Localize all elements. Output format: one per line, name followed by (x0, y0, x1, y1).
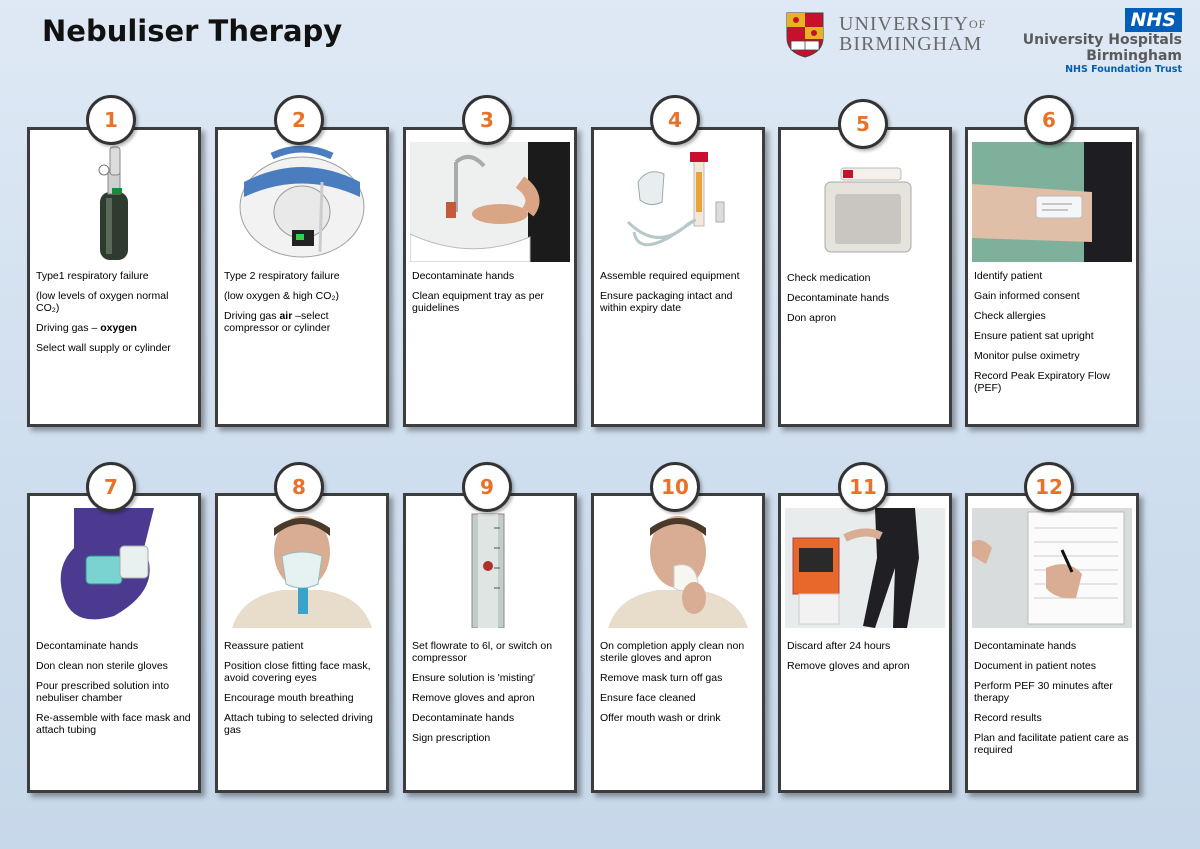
step-12-item-3: Perform PEF 30 minutes after therapy (974, 680, 1113, 704)
step-number-2: 2 (274, 95, 324, 145)
step-6-item-3: Check allergies (974, 310, 1046, 322)
step-card-2: Type 2 respiratory failure (low oxygen &… (215, 127, 389, 427)
step-card-6: Identify patient Gain informed consent C… (965, 127, 1139, 427)
step-2-item-3: Driving gas air –select compressor or cy… (224, 310, 331, 334)
step-number-8: 8 (274, 462, 324, 512)
page-title: Nebuliser Therapy (42, 14, 343, 48)
step-11-item-2: Remove gloves and apron (787, 660, 910, 672)
nebuliser-equipment-icon (598, 142, 758, 262)
step-number-5: 5 (838, 99, 888, 149)
patient-wristband-icon (972, 142, 1132, 262)
step-card-3: Decontaminate hands Clean equipment tray… (403, 127, 577, 427)
step-1-item-3: Driving gas – oxygen (36, 322, 137, 334)
step-3-item-1: Decontaminate hands (412, 270, 515, 282)
uob-name-line1: UNIVERSITY (839, 13, 969, 35)
step-card-1: Type1 respiratory failure (low levels of… (27, 127, 201, 427)
step-12-item-5: Plan and facilitate patient care as requ… (974, 732, 1129, 756)
step-2-item-2: (low oxygen & high CO₂) (224, 290, 339, 302)
step-card-5: Check medication Decontaminate hands Don… (778, 127, 952, 427)
step-card-12: Decontaminate hands Document in patient … (965, 493, 1139, 793)
step-9-item-4: Decontaminate hands (412, 712, 515, 724)
step-12-item-1: Decontaminate hands (974, 640, 1077, 652)
nhs-trust: NHS Foundation Trust (1065, 64, 1182, 75)
uob-crest-icon (786, 12, 824, 58)
nhs-line1: University Hospitals (1022, 32, 1182, 48)
step-number-1: 1 (86, 95, 136, 145)
step-5-item-1: Check medication (787, 272, 871, 284)
step-4-item-2: Ensure packaging intact and within expir… (600, 290, 733, 314)
step-1-item-1: Type1 respiratory failure (36, 270, 149, 282)
step-card-8: Reassure patient Position close fitting … (215, 493, 389, 793)
step-7-item-4: Re-assemble with face mask and attach tu… (36, 712, 191, 736)
step-10-item-1: On completion apply clean non sterile gl… (600, 640, 745, 664)
step-10-item-4: Offer mouth wash or drink (600, 712, 721, 724)
step-card-11: Discard after 24 hours Remove gloves and… (778, 493, 952, 793)
step-number-7: 7 (86, 462, 136, 512)
step-7-item-1: Decontaminate hands (36, 640, 139, 652)
step-10-item-2: Remove mask turn off gas (600, 672, 723, 684)
nhs-line2: Birmingham (1086, 48, 1182, 64)
step-number-4: 4 (650, 95, 700, 145)
uob-name-line2: BIRMINGHAM (839, 33, 983, 55)
oxygen-cylinder-icon (34, 142, 194, 262)
step-3-item-2: Clean equipment tray as per guidelines (412, 290, 544, 314)
step-6-item-4: Ensure patient sat upright (974, 330, 1094, 342)
step-12-item-2: Document in patient notes (974, 660, 1096, 672)
step-6-item-5: Monitor pulse oximetry (974, 350, 1080, 362)
nhs-logo: NHS University Hospitals Birmingham NHS … (1023, 8, 1182, 76)
clinical-waste-bin-icon (785, 508, 945, 628)
step-card-7: Decontaminate hands Don clean non steril… (27, 493, 201, 793)
step-4-item-1: Assemble required equipment (600, 270, 740, 282)
step-7-item-3: Pour prescribed solution into nebuliser … (36, 680, 170, 704)
step-8-item-1: Reassure patient (224, 640, 304, 652)
step-number-10: 10 (650, 462, 700, 512)
patient-face-mask-icon (222, 508, 382, 628)
step-card-4: Assemble required equipment Ensure packa… (591, 127, 765, 427)
step-number-3: 3 (462, 95, 512, 145)
step-number-6: 6 (1024, 95, 1074, 145)
step-7-item-2: Don clean non sterile gloves (36, 660, 168, 672)
step-2-item-1: Type 2 respiratory failure (224, 270, 340, 282)
uob-of: OF (969, 17, 987, 31)
step-1-item-4: Select wall supply or cylinder (36, 342, 171, 354)
step-8-item-2: Position close fitting face mask, avoid … (224, 660, 371, 684)
step-5-item-3: Don apron (787, 312, 837, 324)
step-number-9: 9 (462, 462, 512, 512)
step-9-item-3: Remove gloves and apron (412, 692, 535, 704)
step-10-item-3: Ensure face cleaned (600, 692, 696, 704)
flowmeter-icon (410, 508, 570, 629)
medication-tray-icon (785, 142, 945, 262)
step-number-11: 11 (838, 462, 888, 512)
step-5-item-2: Decontaminate hands (787, 292, 890, 304)
step-1-item-2: (low levels of oxygen normal CO₂) (36, 290, 169, 314)
step-6-item-1: Identify patient (974, 270, 1043, 282)
step-card-10: On completion apply clean non sterile gl… (591, 493, 765, 793)
step-6-item-6: Record Peak Expiratory Flow (PEF) (974, 370, 1110, 394)
step-card-9: Set flowrate to 6l, or switch on compres… (403, 493, 577, 793)
step-9-item-1: Set flowrate to 6l, or switch on compres… (412, 640, 553, 664)
step-11-item-1: Discard after 24 hours (787, 640, 891, 652)
air-compressor-icon (222, 142, 382, 262)
step-9-item-2: Ensure solution is 'misting' (412, 672, 536, 684)
step-8-item-4: Attach tubing to selected driving gas (224, 712, 373, 736)
nhs-badge: NHS (1124, 8, 1182, 32)
documenting-notes-icon (972, 508, 1132, 628)
gloved-hand-chamber-icon (34, 508, 194, 628)
hand-washing-icon (409, 142, 570, 263)
patient-wiping-face-icon (598, 508, 758, 628)
step-number-12: 12 (1024, 462, 1074, 512)
step-12-item-4: Record results (974, 712, 1042, 724)
step-8-item-3: Encourage mouth breathing (224, 692, 354, 704)
step-6-item-2: Gain informed consent (974, 290, 1080, 302)
step-9-item-5: Sign prescription (412, 732, 491, 744)
